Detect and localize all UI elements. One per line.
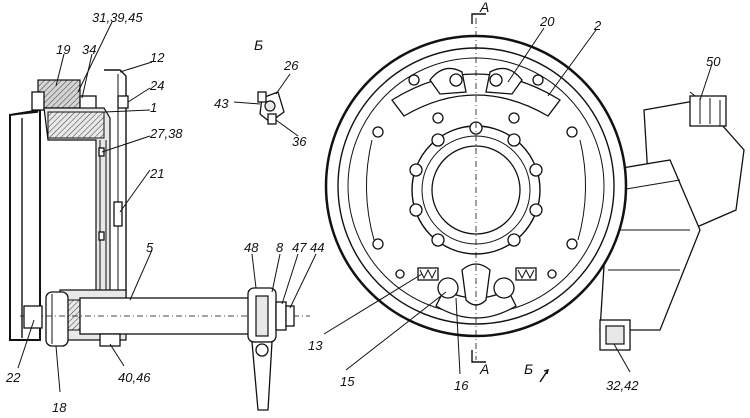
callout-27-38: 27,38 [149,126,183,141]
callout-43: 43 [214,96,229,111]
callout-26: 26 [283,58,299,73]
callout-24: 24 [149,78,164,93]
callout-31-39-45: 31,39,45 [92,10,143,25]
roller-right [493,277,515,299]
callout-36: 36 [292,134,307,149]
callout-18: 18 [52,400,67,415]
section-a-bottom-label: А [479,361,489,377]
lever-arm [251,341,273,411]
section-view [9,69,310,411]
return-springs [395,267,557,281]
callout-12: 12 [150,50,165,65]
callout-labels: 31,39,45 19 34 12 24 1 27,38 21 5 48 8 4… [5,0,721,415]
leader-lines [17,21,713,393]
callout-1: 1 [150,100,157,115]
callout-13: 13 [308,338,323,353]
outer-bolt-holes [372,74,578,250]
callout-8: 8 [276,240,284,255]
view-b-detail [257,91,285,125]
bushing [45,291,69,347]
callout-44: 44 [310,240,324,255]
callout-47: 47 [292,240,307,255]
front-view [324,13,745,383]
section-a-top-label: А [479,0,489,15]
callout-5: 5 [146,240,154,255]
callout-16: 16 [454,378,469,393]
view-b-label: Б [254,37,263,53]
callout-40-46: 40,46 [118,370,151,385]
callout-32-42: 32,42 [606,378,639,393]
s-cam [461,263,491,306]
callout-48: 48 [244,240,259,255]
callout-50: 50 [706,54,721,69]
roller-left [437,277,459,299]
callout-21: 21 [149,166,164,181]
view-b-arrow-label: Б [524,361,533,377]
callout-20: 20 [539,14,555,29]
hub-bolt-holes [409,112,543,247]
drum-wall [9,108,41,341]
callout-19: 19 [56,42,70,57]
callout-2: 2 [593,18,602,33]
callout-15: 15 [340,374,355,389]
callout-22: 22 [5,370,21,385]
callout-34: 34 [82,42,96,57]
